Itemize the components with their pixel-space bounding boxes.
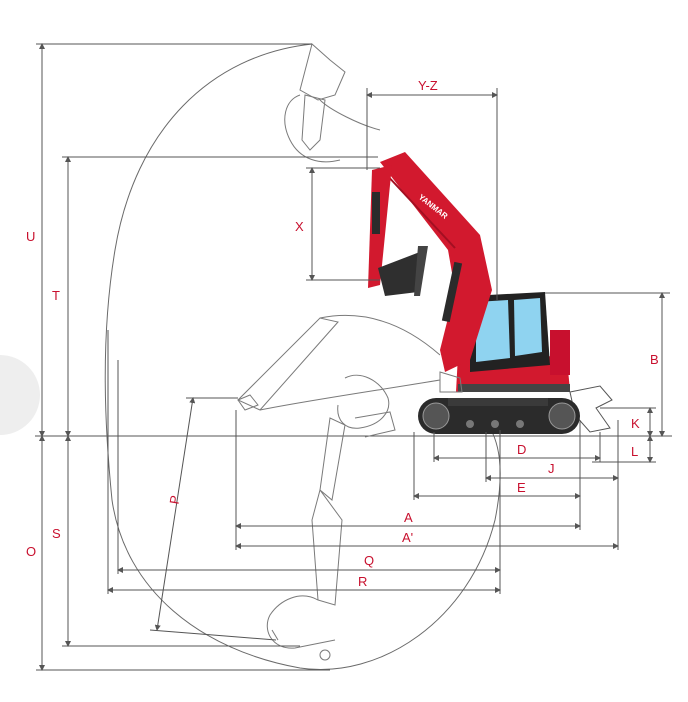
dimension-R: R [107, 330, 501, 594]
dimension-label-s: S [52, 526, 61, 541]
bucket [378, 250, 425, 296]
dimension-P: P [149, 397, 277, 641]
dimension-label-yz: Y-Z [418, 78, 438, 93]
dimension-S: S [52, 435, 300, 647]
working-range-envelope [104, 43, 501, 670]
dimension-label-a2: A' [402, 530, 413, 545]
dimension-label-d: D [517, 442, 526, 457]
excavator-machine: YANMAR [368, 152, 613, 434]
dimension-D: D [433, 432, 601, 462]
dimension-label-u: U [26, 229, 35, 244]
background-arc-decoration [0, 355, 40, 435]
boom [380, 152, 492, 372]
dimension-label-e: E [517, 480, 526, 495]
dimension-L: L [592, 435, 656, 463]
dimension-X: X [295, 167, 380, 281]
cabin-window-side [514, 298, 542, 356]
dimension-A-prime: A' [235, 530, 619, 549]
dimension-B: B [545, 292, 670, 437]
dimension-T: T [52, 156, 378, 437]
dimension-label-l: L [631, 444, 638, 459]
sprocket-wheel [548, 402, 576, 430]
dimension-A: A [235, 410, 581, 550]
dimension-label-q: Q [364, 553, 374, 568]
dimension-Y-Z: Y-Z [366, 78, 498, 300]
dimension-O: O [26, 435, 330, 671]
dimension-Q: Q [117, 360, 501, 594]
dimension-label-j: J [548, 461, 555, 476]
dimension-K: K [600, 407, 656, 437]
ghost-arm-down [266, 417, 346, 661]
cabin-window-front [476, 300, 510, 362]
dimension-label-x: X [295, 219, 304, 234]
dimension-label-o: O [26, 544, 36, 559]
dimension-label-k: K [631, 416, 640, 431]
dimension-J: J [485, 420, 619, 550]
dimension-label-a: A [404, 510, 413, 525]
dimension-label-p: P [166, 494, 182, 505]
dimension-label-b: B [650, 352, 659, 367]
crawler-track [418, 398, 580, 434]
dimension-U: U [26, 43, 312, 437]
dimension-label-t: T [52, 288, 60, 303]
idler-wheel [422, 402, 450, 430]
ghost-arm-middle [237, 314, 441, 438]
dimension-label-r: R [358, 574, 367, 589]
ghost-arm-top [284, 43, 381, 163]
dimension-E: E [413, 420, 581, 530]
